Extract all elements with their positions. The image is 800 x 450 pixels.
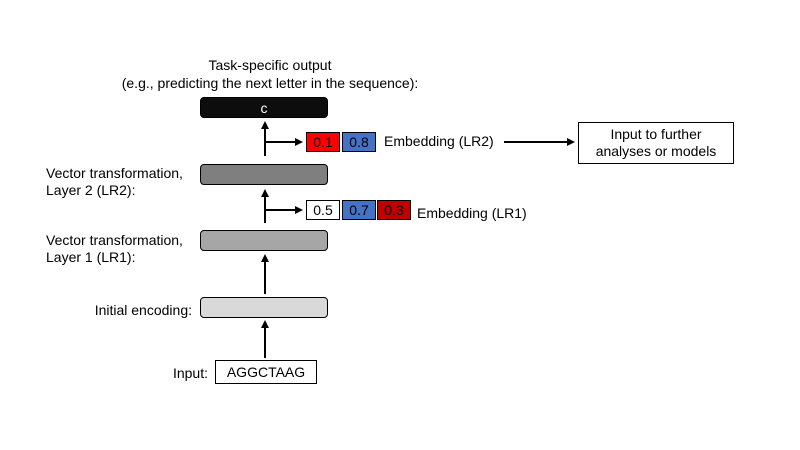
diagram-title-line1: Task-specific output: [208, 57, 332, 73]
layer2-label-line2: Layer 2 (LR2):: [46, 182, 136, 198]
embedding-lr2-cell-1: 0.1: [306, 132, 340, 152]
embedding-lr1-value-1: 0.5: [313, 202, 333, 218]
initial-encoding-bar: [200, 297, 328, 318]
embedding-lr1-label: Embedding (LR1): [417, 205, 527, 221]
output-value: c: [260, 99, 268, 116]
embedding-lr2-value-1: 0.1: [313, 134, 333, 150]
further-analyses-line2: analyses or models: [595, 143, 717, 159]
diagram-title-line2: (e.g., predicting the next letter in the…: [121, 75, 419, 91]
input-sequence: AGGCTAAG: [226, 364, 306, 380]
layer2-bar: [200, 164, 328, 185]
embedding-lr1-cell-2: 0.7: [342, 200, 376, 220]
further-analyses-line1: Input to further: [610, 126, 702, 142]
layer2-label-line1: Vector transformation,: [46, 165, 183, 181]
input-sequence-box: AGGCTAAG: [215, 360, 317, 384]
embedding-lr1-value-3: 0.3: [384, 202, 404, 218]
initial-encoding-label: Initial encoding:: [94, 302, 192, 318]
embedding-lr2-label: Embedding (LR2): [384, 133, 494, 149]
embedding-lr2-cell-2: 0.8: [342, 132, 376, 152]
further-analyses-box: Input to further analyses or models: [578, 122, 734, 164]
layer1-label-line1: Vector transformation,: [46, 232, 183, 248]
embedding-lr1-cell-1: 0.5: [306, 200, 340, 220]
input-label: Input:: [172, 365, 208, 381]
embedding-lr2-value-2: 0.8: [349, 134, 369, 150]
output-bar: c: [200, 97, 328, 118]
embedding-lr1-cell-3: 0.3: [377, 200, 411, 220]
layer1-label-line2: Layer 1 (LR1):: [46, 249, 136, 265]
layer1-bar: [200, 230, 328, 251]
embedding-lr1-value-2: 0.7: [349, 202, 369, 218]
